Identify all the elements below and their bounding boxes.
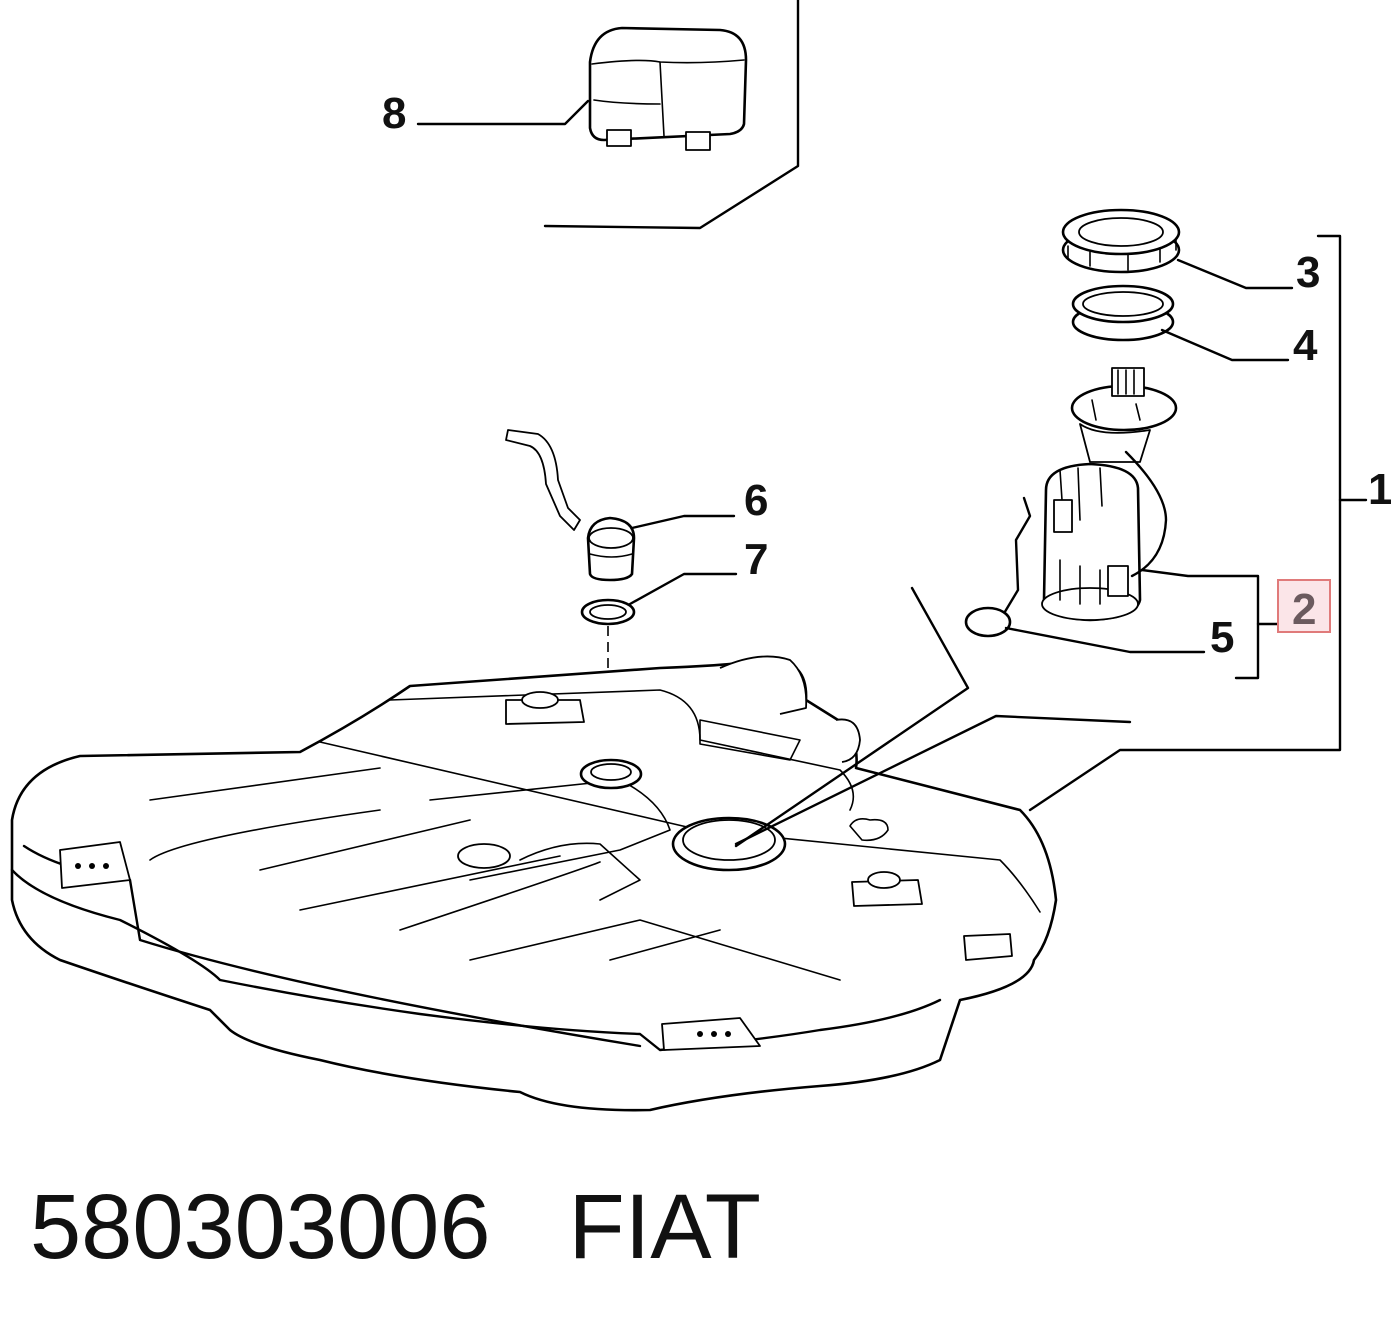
callout-2-highlight: 2	[1277, 579, 1331, 634]
callout-8: 8	[382, 89, 406, 138]
callout-2: 2	[1292, 585, 1316, 634]
callout-5: 5	[1210, 613, 1234, 662]
callout-4: 4	[1293, 321, 1318, 370]
ring-nut-part-3	[1061, 208, 1181, 274]
fuel-level-sender-part-5	[964, 496, 1032, 638]
footer-caption: 580303006 FIAT	[30, 1172, 761, 1282]
relay-part-8	[588, 26, 748, 151]
bracket-2	[1140, 568, 1260, 680]
leader-6	[630, 514, 736, 530]
leader-4	[1160, 328, 1290, 362]
seal-part-7	[580, 598, 636, 626]
callout-3: 3	[1296, 248, 1320, 297]
fuel-tank	[10, 655, 1058, 1112]
seal-part-4	[1071, 284, 1175, 342]
leader-5	[1004, 626, 1206, 654]
pump-insertion-line	[734, 586, 970, 848]
bracket-1	[1028, 234, 1342, 812]
relay-bracket-line	[543, 0, 800, 230]
fuel-pump-part-2	[1041, 367, 1178, 622]
leader-7	[628, 572, 738, 606]
callout-6: 6	[744, 476, 768, 525]
leader-3	[1176, 258, 1294, 290]
vent-valve-part-6	[505, 429, 636, 582]
brand-name: FIAT	[568, 1176, 762, 1278]
pump-insertion-line-2	[734, 714, 1132, 846]
leader-8	[416, 99, 590, 126]
part-number: 580303006	[30, 1176, 491, 1278]
highlight-box	[1277, 579, 1331, 633]
callout-1: 1	[1368, 465, 1391, 514]
callout-7: 7	[744, 535, 768, 584]
